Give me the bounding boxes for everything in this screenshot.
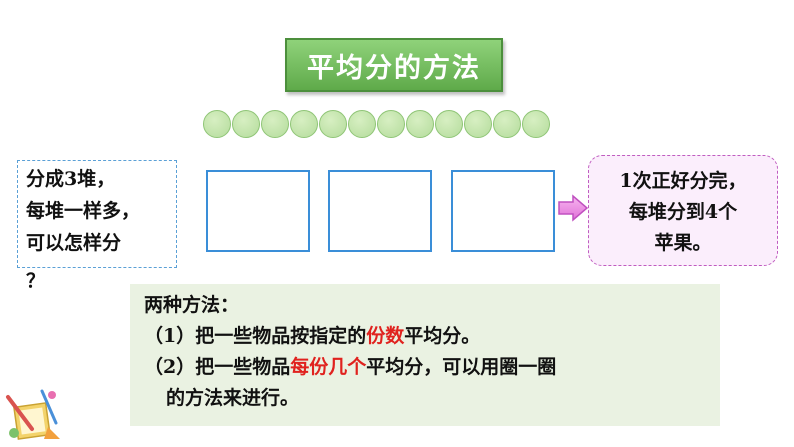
page-title: 平均分的方法 bbox=[285, 38, 503, 92]
method-1-highlight: 份数 bbox=[366, 325, 405, 347]
summary-box: 两种方法： （1）把一些物品按指定的份数平均分。 （2）把一些物品每份几个平均分… bbox=[130, 284, 720, 426]
method-1-text: （1）把一些物品按指定的 bbox=[144, 325, 367, 347]
apple-icon bbox=[377, 110, 405, 138]
result-line-2: 每堆分到4个 bbox=[628, 201, 738, 223]
apple-row bbox=[203, 110, 550, 138]
apple-icon bbox=[493, 110, 521, 138]
pile-box-1 bbox=[206, 170, 310, 252]
question-line-3: 可以怎样分 bbox=[26, 232, 122, 254]
question-box: 分成3堆， 每堆一样多， 可以怎样分 bbox=[17, 160, 177, 268]
method-2-continued: 的方法来进行。 bbox=[166, 387, 300, 409]
summary-heading: 两种方法： bbox=[144, 294, 240, 316]
pile-box-2 bbox=[328, 170, 432, 252]
method-1: （1）把一些物品按指定的份数平均分。 bbox=[144, 321, 720, 352]
result-line-1: 1次正好分完， bbox=[619, 170, 747, 192]
apple-icon bbox=[406, 110, 434, 138]
question-line-1: 分成3堆， bbox=[26, 168, 116, 190]
apple-icon bbox=[261, 110, 289, 138]
right-arrow-icon bbox=[558, 194, 589, 222]
apple-icon bbox=[348, 110, 376, 138]
method-2-suffix: 平均分，可以用圈一圈 bbox=[366, 356, 557, 378]
method-2: （2）把一些物品每份几个平均分，可以用圈一圈 bbox=[144, 352, 720, 383]
result-box: 1次正好分完， 每堆分到4个 苹果。 bbox=[588, 155, 778, 266]
pile-box-3 bbox=[451, 170, 555, 252]
result-line-3: 苹果。 bbox=[654, 232, 712, 254]
apple-icon bbox=[319, 110, 347, 138]
apple-icon bbox=[232, 110, 260, 138]
apple-icon bbox=[203, 110, 231, 138]
apple-icon bbox=[464, 110, 492, 138]
question-line-2: 每堆一样多， bbox=[26, 200, 141, 222]
method-1-suffix: 平均分。 bbox=[404, 325, 481, 347]
apple-icon bbox=[522, 110, 550, 138]
stationery-icon bbox=[6, 389, 60, 440]
question-mark: ？ bbox=[26, 270, 46, 292]
apple-icon bbox=[435, 110, 463, 138]
apple-icon bbox=[290, 110, 318, 138]
method-2-highlight: 每份几个 bbox=[290, 356, 367, 378]
method-2-text: （2）把一些物品 bbox=[144, 356, 291, 378]
